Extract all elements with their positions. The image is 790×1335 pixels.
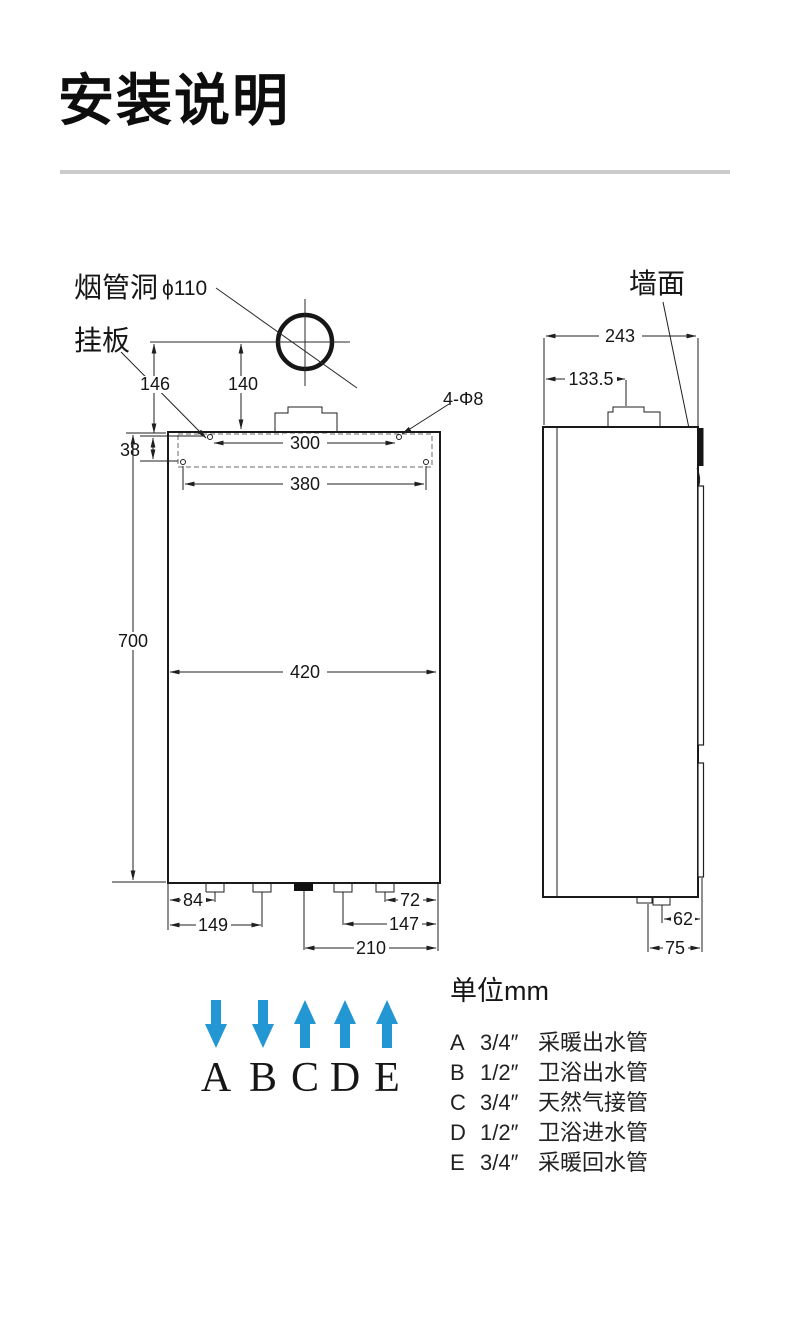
- dim-140: 140: [228, 374, 258, 394]
- side-dimensions: 243 133.5 62 75: [543, 326, 703, 958]
- legend: 单位mm A 3/4″ 采暖出水管 B 1/2″ 卫浴出水管 C 3/4″ 天然…: [450, 969, 780, 1178]
- port-letter-b: B: [249, 1055, 277, 1101]
- dim-75: 75: [665, 938, 685, 958]
- side-view-outline: [542, 406, 705, 906]
- legend-letter: A: [450, 1030, 465, 1055]
- legend-size: 1/2″: [480, 1120, 519, 1145]
- front-dimensions: 146 140 38 300 380 700 420: [112, 343, 439, 958]
- dim-210: 210: [356, 938, 386, 958]
- mount-plate-label: 挂板: [74, 325, 130, 356]
- dim-62: 62: [673, 909, 693, 929]
- port-letter-d: D: [330, 1055, 360, 1101]
- dim-84: 84: [183, 890, 203, 910]
- dim-72: 72: [400, 890, 420, 910]
- front-view-outline: [167, 406, 441, 884]
- legend-name: 天然气接管: [538, 1090, 649, 1115]
- front-pipes: [205, 882, 395, 893]
- units-note: 单位mm: [450, 976, 549, 1006]
- legend-row: C 3/4″ 天然气接管: [450, 1088, 780, 1118]
- wall-label: 墙面: [629, 268, 685, 299]
- page-title: 安装说明: [58, 69, 290, 132]
- port-arrow-d-up-icon: [334, 1000, 356, 1048]
- legend-name: 卫浴出水管: [538, 1060, 649, 1085]
- legend-letter: C: [450, 1090, 466, 1115]
- legend-name: 卫浴进水管: [538, 1120, 649, 1145]
- annotation-labels: 烟管洞 ϕ110 挂板 墙面 4-Φ8: [74, 268, 685, 409]
- port-arrow-c-up-icon: [294, 1000, 316, 1048]
- port-arrow-b-down-icon: [252, 1000, 274, 1048]
- title-divider: [60, 170, 730, 174]
- port-arrow-a-down-icon: [205, 1000, 227, 1048]
- dim-133-5: 133.5: [568, 369, 613, 389]
- flue-hole-mark: [150, 287, 358, 389]
- dim-380: 380: [290, 474, 320, 494]
- port-letter-e: E: [374, 1055, 400, 1101]
- dim-147: 147: [389, 914, 419, 934]
- port-letter-c: C: [291, 1055, 319, 1101]
- legend-size: 3/4″: [480, 1150, 519, 1175]
- legend-name: 采暖出水管: [538, 1030, 649, 1055]
- dim-243: 243: [605, 326, 635, 346]
- flue-hole-label: 烟管洞: [74, 272, 158, 303]
- legend-size: 3/4″: [480, 1090, 519, 1115]
- dim-700: 700: [118, 631, 148, 651]
- legend-letter: D: [450, 1120, 466, 1145]
- port-arrow-e-up-icon: [376, 1000, 398, 1048]
- port-letters: A B C D E: [201, 1055, 400, 1101]
- flue-diameter-label: ϕ110: [162, 277, 207, 300]
- dim-300: 300: [290, 433, 320, 453]
- dim-149: 149: [198, 915, 228, 935]
- legend-name: 采暖回水管: [538, 1150, 649, 1175]
- dim-38: 38: [120, 440, 140, 460]
- legend-letter: B: [450, 1060, 465, 1085]
- legend-row: A 3/4″ 采暖出水管: [450, 1028, 780, 1058]
- dim-420: 420: [290, 662, 320, 682]
- screw-holes-label: 4-Φ8: [443, 389, 483, 409]
- legend-row: D 1/2″ 卫浴进水管: [450, 1118, 780, 1148]
- legend-row: E 3/4″ 采暖回水管: [450, 1148, 780, 1178]
- legend-row: B 1/2″ 卫浴出水管: [450, 1058, 780, 1088]
- dim-146: 146: [140, 374, 170, 394]
- legend-size: 3/4″: [480, 1030, 519, 1055]
- legend-size: 1/2″: [480, 1060, 519, 1085]
- port-letter-a: A: [201, 1055, 232, 1101]
- legend-letter: E: [450, 1150, 465, 1175]
- port-arrows: [205, 1000, 398, 1048]
